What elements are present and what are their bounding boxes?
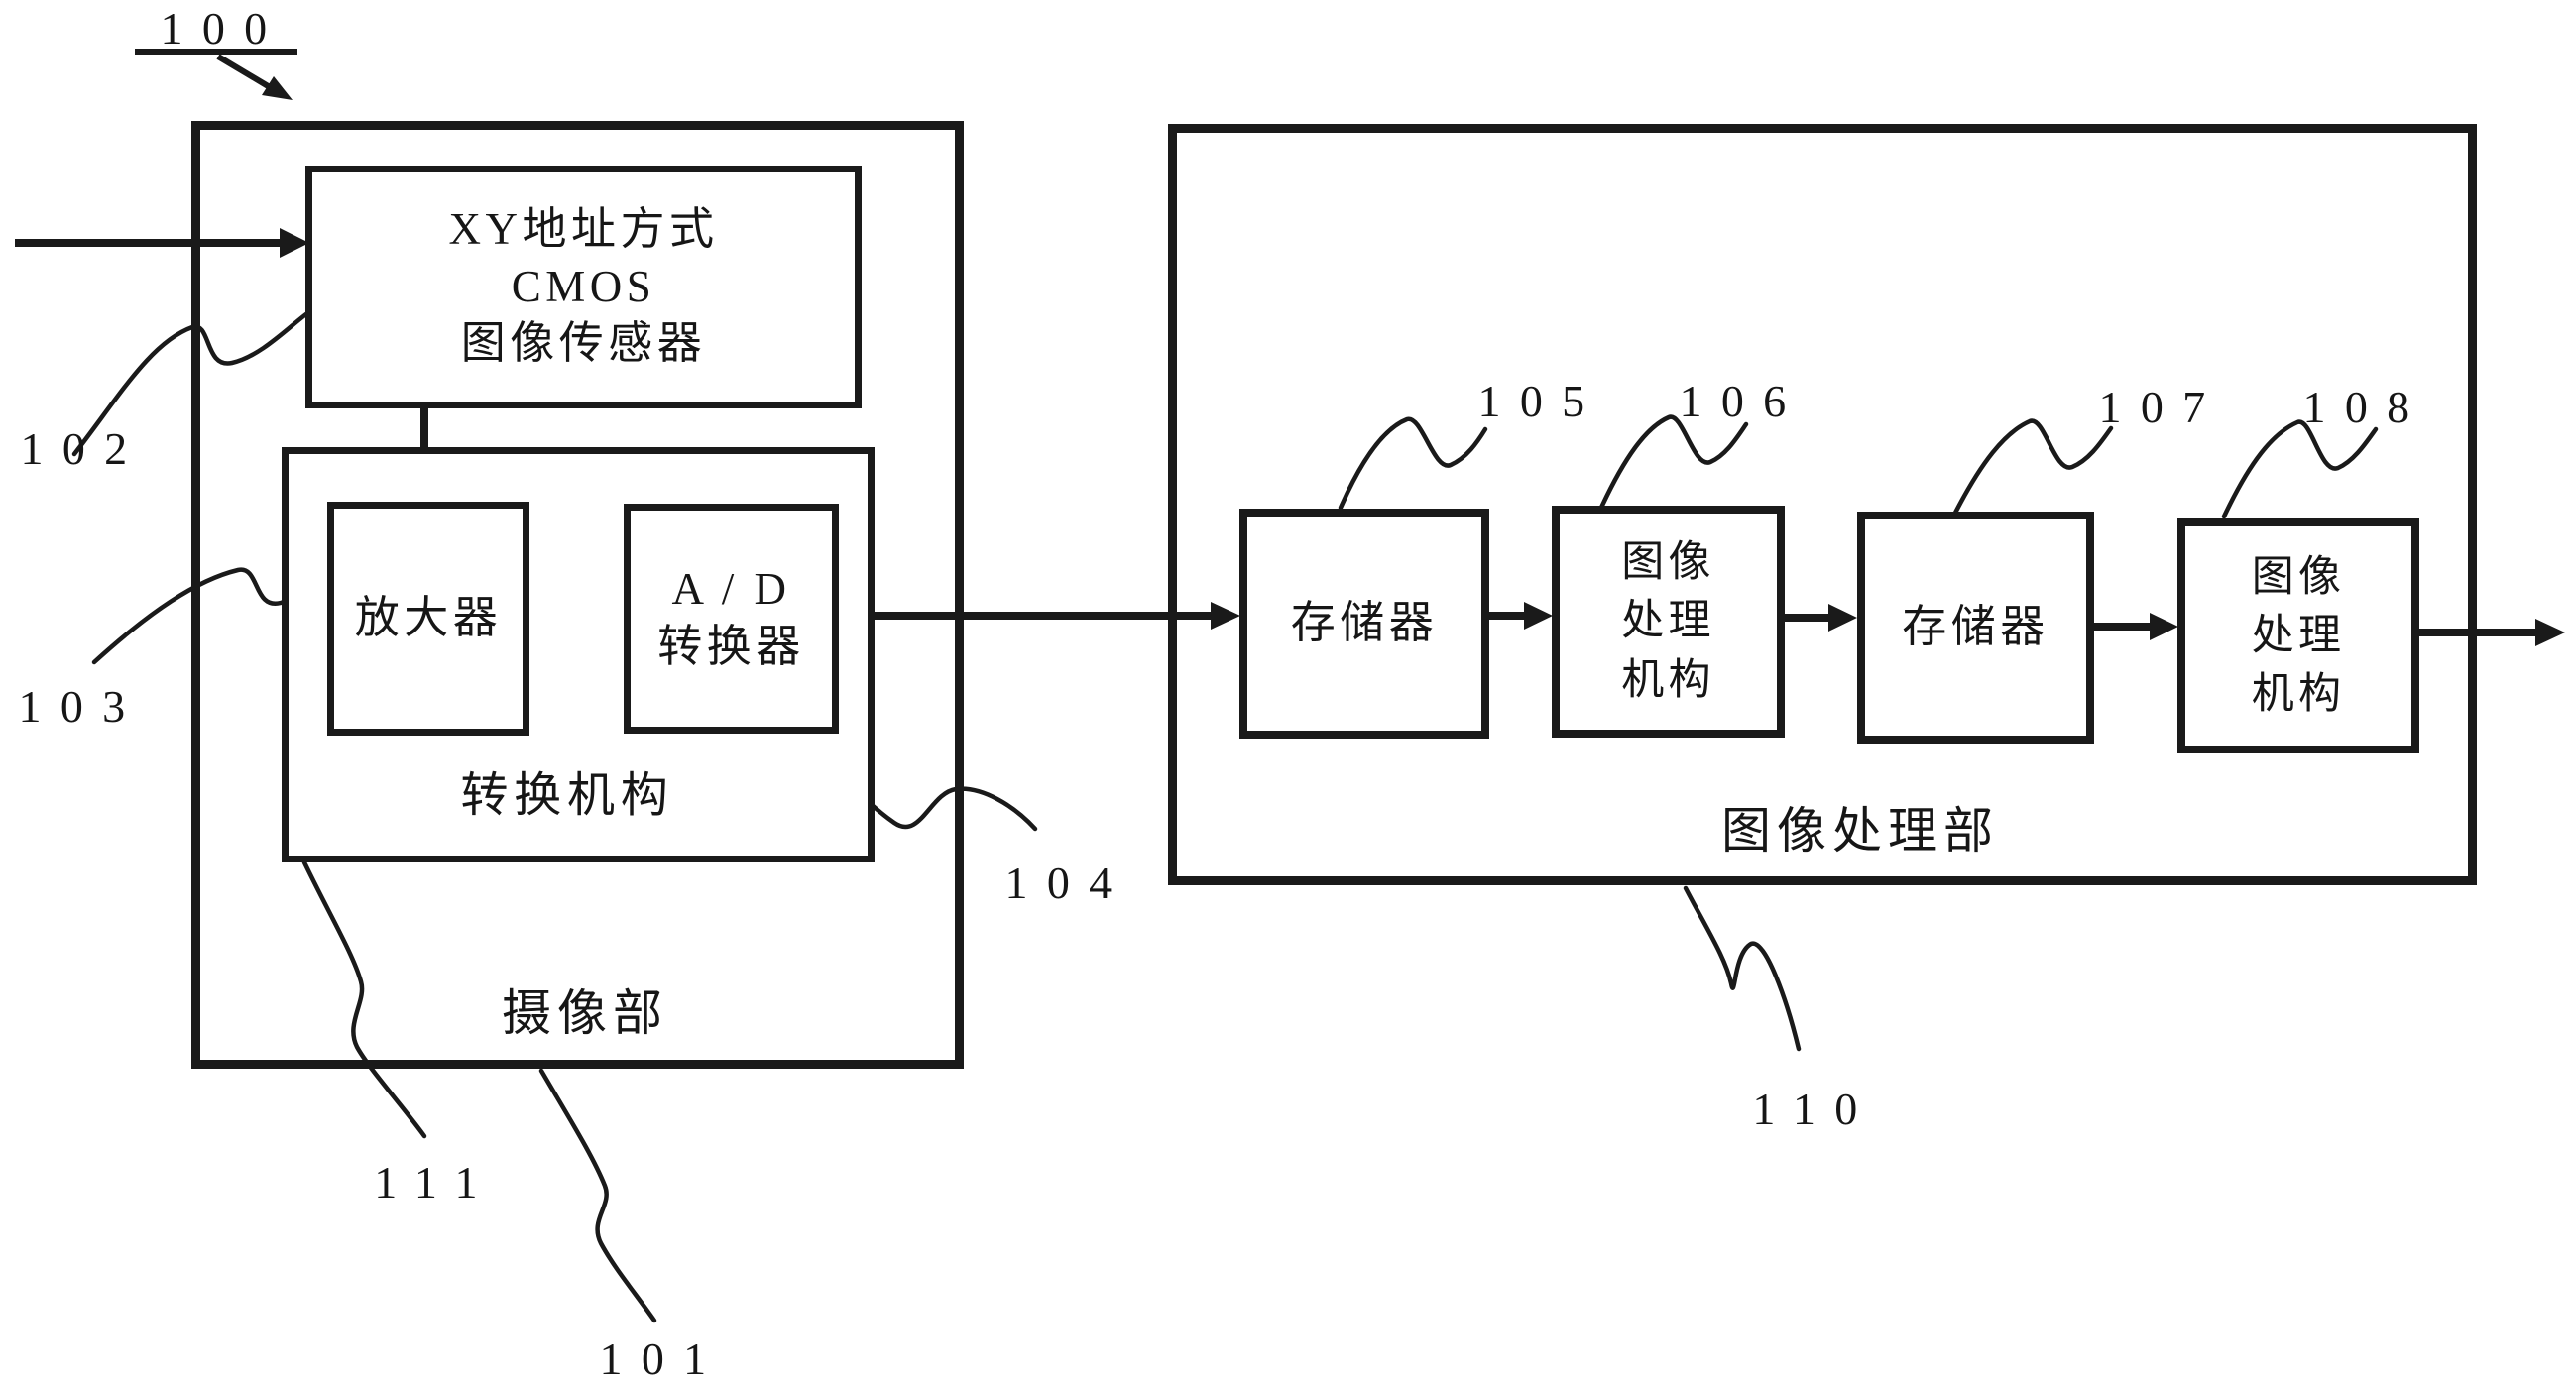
conversion-mechanism-caption: 转换机构 [460,769,674,822]
memory1-label: 存储器 [1290,598,1439,648]
processor2-box: 图像 处理 机构 [2177,518,2419,753]
ref-111: 111 [374,1157,497,1207]
ref-100: 100 [160,3,287,54]
cmos-sensor-label: XY地址方式 CMOS 图像传感器 [448,204,719,369]
leader-106 [1597,414,1749,513]
output-arrow-head [2535,619,2565,646]
ref-101: 101 [599,1333,726,1379]
ref-103: 103 [18,681,145,732]
leader-107 [1950,418,2114,519]
processor1-label: 图像 处理 机构 [1621,539,1715,704]
memory2-box: 存储器 [1857,512,2094,744]
processor1-box: 图像 处理 机构 [1552,506,1785,738]
ref-110: 110 [1752,1084,1877,1134]
ref-107: 107 [2098,382,2225,432]
ref100-pointer-line [216,54,272,90]
ref-106: 106 [1679,376,1806,426]
cmos-sensor-box: XY地址方式 CMOS 图像传感器 [305,166,862,408]
leader-105 [1338,416,1488,511]
processing-section-caption: 图像处理部 [1721,803,1999,859]
imaging-section-box [191,121,964,1069]
leader-101 [538,1068,657,1323]
ad-converter-box: A / D 转换器 [624,504,839,734]
leader-111 [301,860,427,1139]
input-arrow-head [280,228,309,258]
ref100-pointer-head [262,76,293,100]
ref-108: 108 [2302,382,2429,432]
ad-to-memory1-arrow-head [1211,602,1240,630]
ad-converter-label: A / D 转换器 [657,564,805,671]
leader-110 [1683,885,1802,1052]
leader-102 [71,310,310,457]
processor1-to-memory2-arrow-head [1828,604,1857,632]
ref-105: 105 [1477,376,1604,426]
ref-104: 104 [1004,858,1131,908]
imaging-section-caption: 摄像部 [502,985,668,1041]
processing-section-box [1168,124,2477,885]
ref-102: 102 [20,423,147,474]
memory2-to-processor2-arrow-head [2150,613,2178,640]
leader-108 [2221,419,2379,519]
processor2-label: 图像 处理 机构 [2251,553,2346,719]
amplifier-label: 放大器 [354,593,503,643]
memory1-to-processor1-arrow-head [1524,602,1553,630]
amplifier-box: 放大器 [327,502,529,736]
memory2-label: 存储器 [1902,602,2049,652]
memory1-box: 存储器 [1239,509,1489,739]
